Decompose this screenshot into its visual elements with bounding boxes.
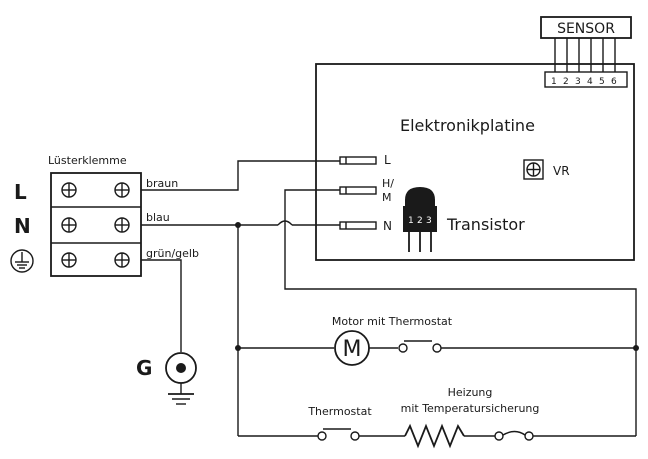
thermostat-switch-icon <box>317 431 327 441</box>
electronic-board: Elektronikplatine VR L H/ M N <box>315 63 635 261</box>
motor-symbol: M <box>343 337 362 362</box>
wire-label-blue: blau <box>146 211 170 224</box>
sensor-connector: SENSOR 1 2 3 4 5 6 <box>540 16 632 88</box>
ground-terminal: G <box>136 352 197 405</box>
heater-label-2: mit Temperatursicherung <box>401 402 540 415</box>
transistor-pin-1: 1 <box>408 216 414 226</box>
sensor-title: SENSOR <box>557 21 615 37</box>
terminal-hm-label-bottom: M <box>382 191 392 204</box>
terminal-l-label: L <box>384 153 391 167</box>
transistor: 1 2 3 Transistor <box>403 187 525 252</box>
sensor-pin-2: 2 <box>563 77 569 87</box>
terminal-block-title: Lüsterklemme <box>48 154 127 167</box>
sensor-pin-6: 6 <box>611 77 617 87</box>
motor-thermostat-switch-icon <box>398 343 408 353</box>
sensor-box <box>540 16 632 39</box>
transistor-pin-3: 3 <box>426 216 432 226</box>
heater-branch: Heizung mit Temperatursicherung Thermost… <box>238 386 636 449</box>
row-label-l: L <box>14 180 27 204</box>
wiring <box>141 160 639 436</box>
sensor-pin-5: 5 <box>599 77 605 87</box>
terminal-n-label: N <box>383 219 392 233</box>
sensor-pin-strip <box>544 71 628 88</box>
board-terminal-l: L <box>339 153 391 167</box>
heater-resistor-icon <box>404 423 465 449</box>
terminal-hm-label-top: H/ <box>382 177 394 190</box>
vr-potentiometer: VR <box>523 159 570 180</box>
ground-label: G <box>136 356 152 380</box>
board-terminal-n: N <box>339 219 392 233</box>
sensor-pin-1: 1 <box>551 77 557 87</box>
vr-box <box>523 159 544 180</box>
wire-label-green-yellow: grün/gelb <box>146 247 199 260</box>
motor-label: Motor mit Thermostat <box>332 315 453 328</box>
transistor-body <box>403 206 437 232</box>
terminal-block: Lüsterklemme L N <box>10 154 142 277</box>
transistor-pin-2: 2 <box>417 216 423 226</box>
motor-branch: Motor mit Thermostat M <box>238 315 636 366</box>
sensor-pin-4: 4 <box>587 77 593 87</box>
sensor-pin-3: 3 <box>575 77 581 87</box>
vr-label: VR <box>553 164 570 178</box>
board-terminal-hm: H/ M <box>339 177 394 204</box>
protective-earth-icon <box>10 249 34 273</box>
board-outline <box>315 63 635 261</box>
row-label-n: N <box>14 214 31 238</box>
transistor-label: Transistor <box>446 215 525 234</box>
heater-label-1: Heizung <box>448 386 493 399</box>
wire-label-brown: braun <box>146 177 178 190</box>
thermostat-label: Thermostat <box>307 405 372 418</box>
board-title: Elektronikplatine <box>400 116 535 135</box>
transistor-tab-icon <box>405 187 435 206</box>
temperature-fuse-icon <box>494 431 504 441</box>
